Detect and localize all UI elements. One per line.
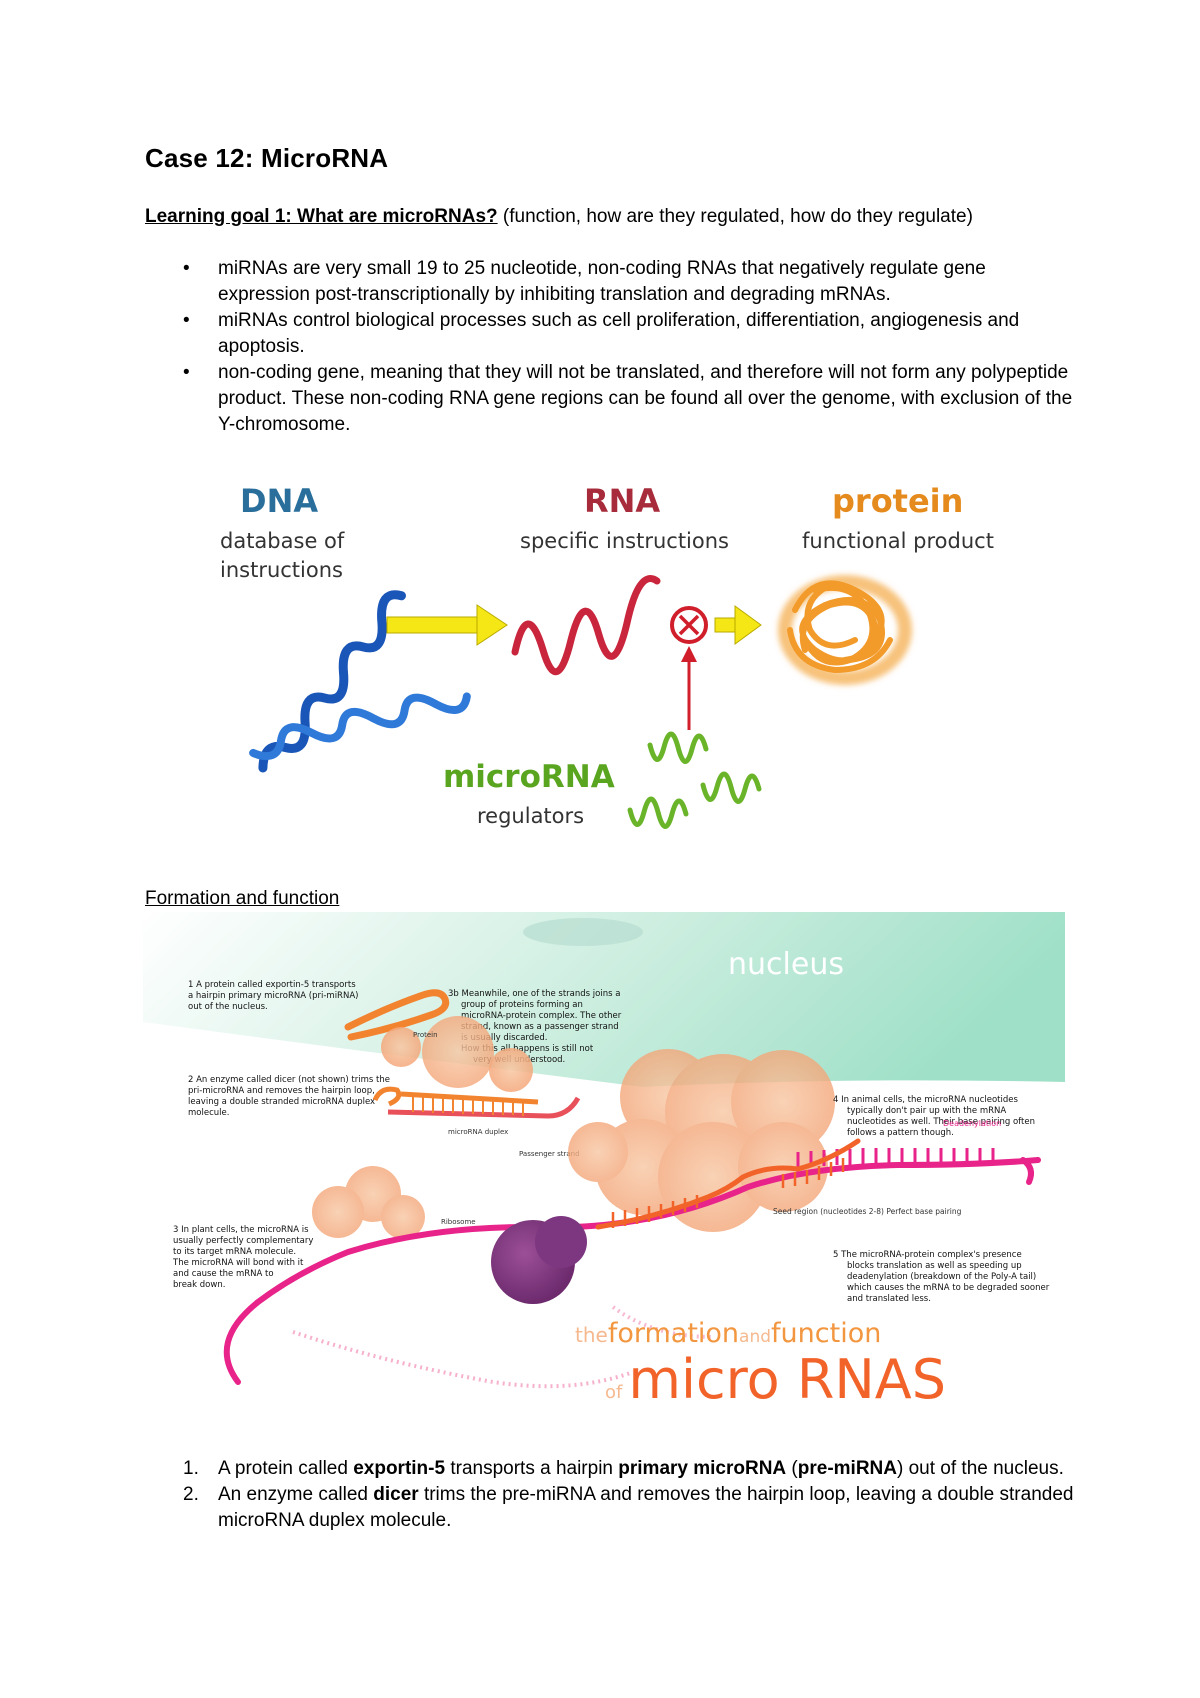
- step-bold: pre-miRNA: [797, 1458, 897, 1479]
- protein-title: protein: [832, 482, 963, 520]
- step-item: 1. A protein called exportin-5 transport…: [145, 1456, 1085, 1482]
- goal-bullets: miRNAs are very small 19 to 25 nucleotid…: [145, 256, 1075, 438]
- step4-caption: 4 In animal cells, the microRNA nucleoti…: [833, 1095, 1038, 1138]
- bullet-item: miRNAs are very small 19 to 25 nucleotid…: [145, 256, 1075, 308]
- learning-goal: Learning goal 1: What are microRNAs? (fu…: [145, 204, 1065, 230]
- protein-subtitle: functional product: [802, 529, 994, 553]
- step-bold: exportin-5: [353, 1458, 446, 1479]
- step-text: A protein called: [218, 1458, 354, 1479]
- learning-goal-rest: (function, how are they regulated, how d…: [497, 206, 973, 227]
- protein-label: Protein: [413, 1031, 438, 1039]
- ribosome-icon: [491, 1216, 587, 1304]
- microrna-title: microRNA: [443, 759, 615, 795]
- step-text: (: [786, 1458, 798, 1479]
- dna-subtitle-2: instructions: [220, 558, 343, 582]
- ribosome-label: Ribosome: [441, 1218, 476, 1226]
- page-title: Case 12: MicroRNA: [145, 143, 389, 173]
- protein-tangle-icon: [778, 575, 912, 685]
- banner-title-line1: theformationandfunction: [575, 1318, 881, 1349]
- nucleus-label: nucleus: [728, 947, 844, 982]
- step-text: transports a hairpin: [445, 1458, 619, 1479]
- step-text: An enzyme called: [218, 1484, 374, 1505]
- step3a-caption: 3 In plant cells, the microRNA is usuall…: [172, 1225, 316, 1290]
- step-bold: dicer: [373, 1484, 419, 1505]
- dna-rna-protein-figure: DNA database of instructions RNA specifi…: [220, 482, 994, 829]
- dna-subtitle-1: database of: [220, 529, 345, 553]
- step2-caption: 2 An enzyme called dicer (not shown) tri…: [188, 1075, 393, 1118]
- step1-caption: 1 A protein called exportin-5 transports…: [188, 980, 361, 1012]
- hairpin-rna-icon: [344, 989, 450, 1041]
- step-text: ) out of the nucleus.: [897, 1458, 1064, 1479]
- section-label: Formation and function: [145, 888, 340, 909]
- microrna-strand-icon: [627, 731, 762, 829]
- mirna-paired-strand-icon: [595, 1138, 861, 1230]
- microrna-formation-figure: nucleus 1 A protein called exportin-5 tr…: [143, 912, 1065, 1411]
- step-text: trims the pre-miRNA and removes the hair…: [218, 1484, 1074, 1531]
- bullet-item: miRNAs control biological processes such…: [145, 308, 1075, 360]
- seed-region-label: Seed region (nucleotides 2-8) Perfect ba…: [773, 1207, 962, 1216]
- step-item: 2. An enzyme called dicer trims the pre-…: [145, 1482, 1085, 1534]
- dna-title: DNA: [240, 482, 318, 520]
- rna-subtitle: specific instructions: [520, 529, 729, 553]
- dna-helix-icon: [249, 590, 471, 773]
- step-number: 1.: [183, 1458, 199, 1479]
- microrna-subtitle: regulators: [477, 804, 584, 828]
- step-number: 2.: [183, 1484, 199, 1505]
- yellow-arrow-icon: [386, 604, 508, 646]
- step-bold: primary microRNA: [618, 1458, 787, 1479]
- rna-strand-icon: [511, 575, 661, 675]
- passenger-label: Passenger strand: [519, 1150, 580, 1158]
- rna-title: RNA: [584, 482, 660, 520]
- duplex-label: microRNA duplex: [448, 1128, 508, 1136]
- block-symbol-icon: [670, 606, 708, 730]
- microrna-duplex-icon: [372, 1086, 581, 1119]
- step5-caption: 5 The microRNA-protein complex's presenc…: [833, 1250, 1052, 1304]
- microrna-protein-complex-icon: [312, 1049, 835, 1239]
- learning-goal-label: Learning goal 1: What are microRNAs?: [145, 206, 498, 227]
- formation-steps: 1. A protein called exportin-5 transport…: [145, 1456, 1085, 1534]
- deadenylation-label: Deadenylation: [943, 1119, 1001, 1128]
- bullet-item: non-coding gene, meaning that they will …: [145, 360, 1075, 438]
